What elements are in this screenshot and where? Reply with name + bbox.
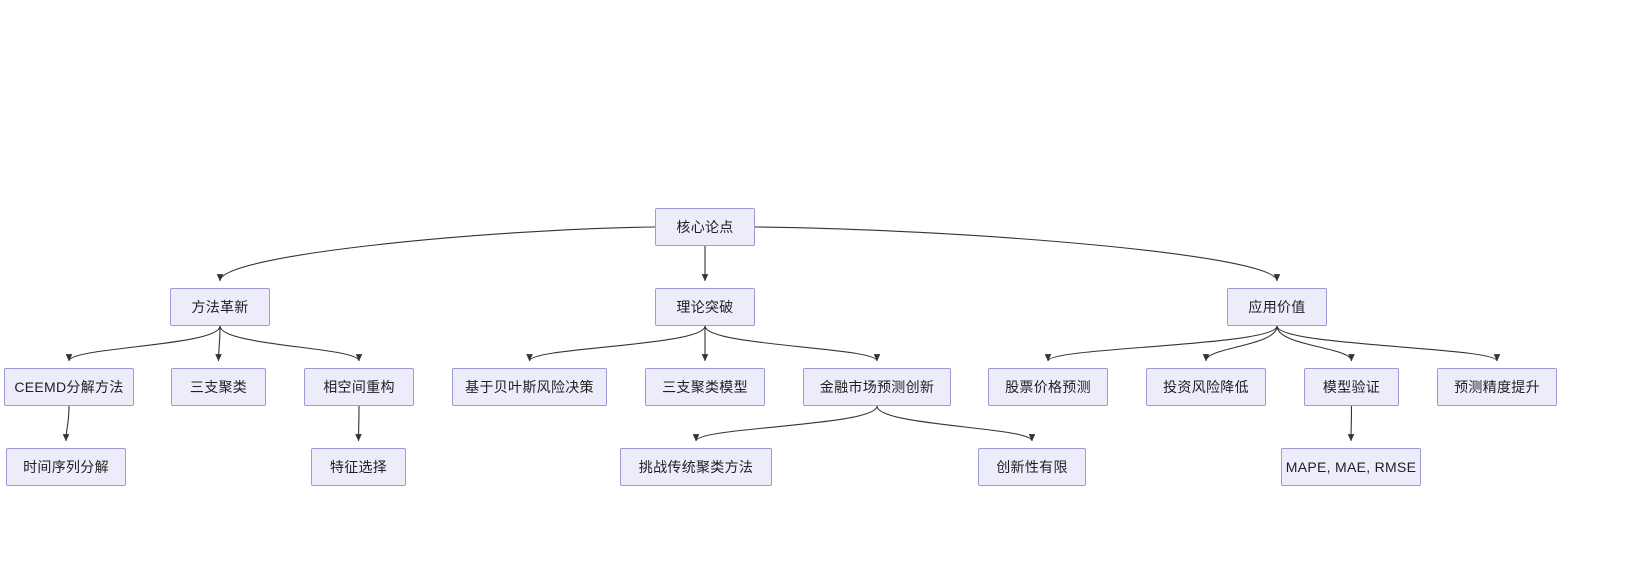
node-label: 三支聚类模型 xyxy=(662,379,748,395)
node-c3[interactable]: 相空间重构 xyxy=(304,368,414,406)
node-c4[interactable]: 基于贝叶斯风险决策 xyxy=(452,368,607,406)
node-label: 预测精度提升 xyxy=(1454,379,1540,395)
edge-m3-to-c9 xyxy=(1276,325,1355,362)
node-m1[interactable]: 方法革新 xyxy=(170,288,270,326)
node-c5[interactable]: 三支聚类模型 xyxy=(645,368,765,406)
node-label: 核心论点 xyxy=(676,219,734,235)
edge-c9-to-d5 xyxy=(1347,405,1355,442)
node-d1[interactable]: 时间序列分解 xyxy=(6,448,126,486)
node-root[interactable]: 核心论点 xyxy=(655,208,755,246)
node-d3[interactable]: 挑战传统聚类方法 xyxy=(620,448,772,486)
node-label: 应用价值 xyxy=(1248,299,1306,315)
edge-m3-to-c8 xyxy=(1202,325,1278,362)
edge-c3-to-d2 xyxy=(355,405,362,442)
edge-m2-to-c4 xyxy=(526,325,706,362)
node-label: 股票价格预测 xyxy=(1005,379,1091,395)
node-c2[interactable]: 三支聚类 xyxy=(171,368,266,406)
node-d2[interactable]: 特征选择 xyxy=(311,448,406,486)
node-d4[interactable]: 创新性有限 xyxy=(978,448,1086,486)
node-c8[interactable]: 投资风险降低 xyxy=(1146,368,1266,406)
node-m2[interactable]: 理论突破 xyxy=(655,288,755,326)
edge-root-to-m3 xyxy=(754,226,1281,282)
edge-m1-to-c1 xyxy=(65,325,221,362)
edge-m3-to-c7 xyxy=(1044,325,1278,362)
edge-m2-to-c6 xyxy=(704,325,881,362)
edge-root-to-m1 xyxy=(216,226,656,282)
node-label: CEEMD分解方法 xyxy=(14,379,124,395)
node-label: 创新性有限 xyxy=(996,459,1068,475)
node-d5[interactable]: MAPE, MAE, RMSE xyxy=(1281,448,1421,486)
node-c10[interactable]: 预测精度提升 xyxy=(1437,368,1557,406)
node-label: 挑战传统聚类方法 xyxy=(638,459,754,475)
node-c9[interactable]: 模型验证 xyxy=(1304,368,1399,406)
node-label: 时间序列分解 xyxy=(23,459,109,475)
node-label: 相空间重构 xyxy=(323,379,395,395)
edge-m1-to-c3 xyxy=(219,325,363,362)
edge-c6-to-d4 xyxy=(876,405,1036,442)
node-label: 投资风险降低 xyxy=(1163,379,1249,395)
node-label: MAPE, MAE, RMSE xyxy=(1285,459,1417,475)
node-label: 方法革新 xyxy=(191,299,249,315)
edge-m1-to-c2 xyxy=(215,325,222,362)
node-label: 基于贝叶斯风险决策 xyxy=(465,379,594,395)
node-m3[interactable]: 应用价值 xyxy=(1227,288,1327,326)
node-c1[interactable]: CEEMD分解方法 xyxy=(4,368,134,406)
node-label: 金融市场预测创新 xyxy=(819,379,935,395)
node-label: 模型验证 xyxy=(1322,379,1381,395)
node-label: 理论突破 xyxy=(676,299,734,315)
edge-group xyxy=(62,226,1501,442)
node-c6[interactable]: 金融市场预测创新 xyxy=(803,368,951,406)
edge-c1-to-d1 xyxy=(62,405,70,442)
edge-c6-to-d3 xyxy=(692,405,878,442)
node-c7[interactable]: 股票价格预测 xyxy=(988,368,1108,406)
edge-m3-to-c10 xyxy=(1276,325,1501,362)
node-label: 三支聚类 xyxy=(189,379,248,395)
node-label: 特征选择 xyxy=(329,459,388,475)
